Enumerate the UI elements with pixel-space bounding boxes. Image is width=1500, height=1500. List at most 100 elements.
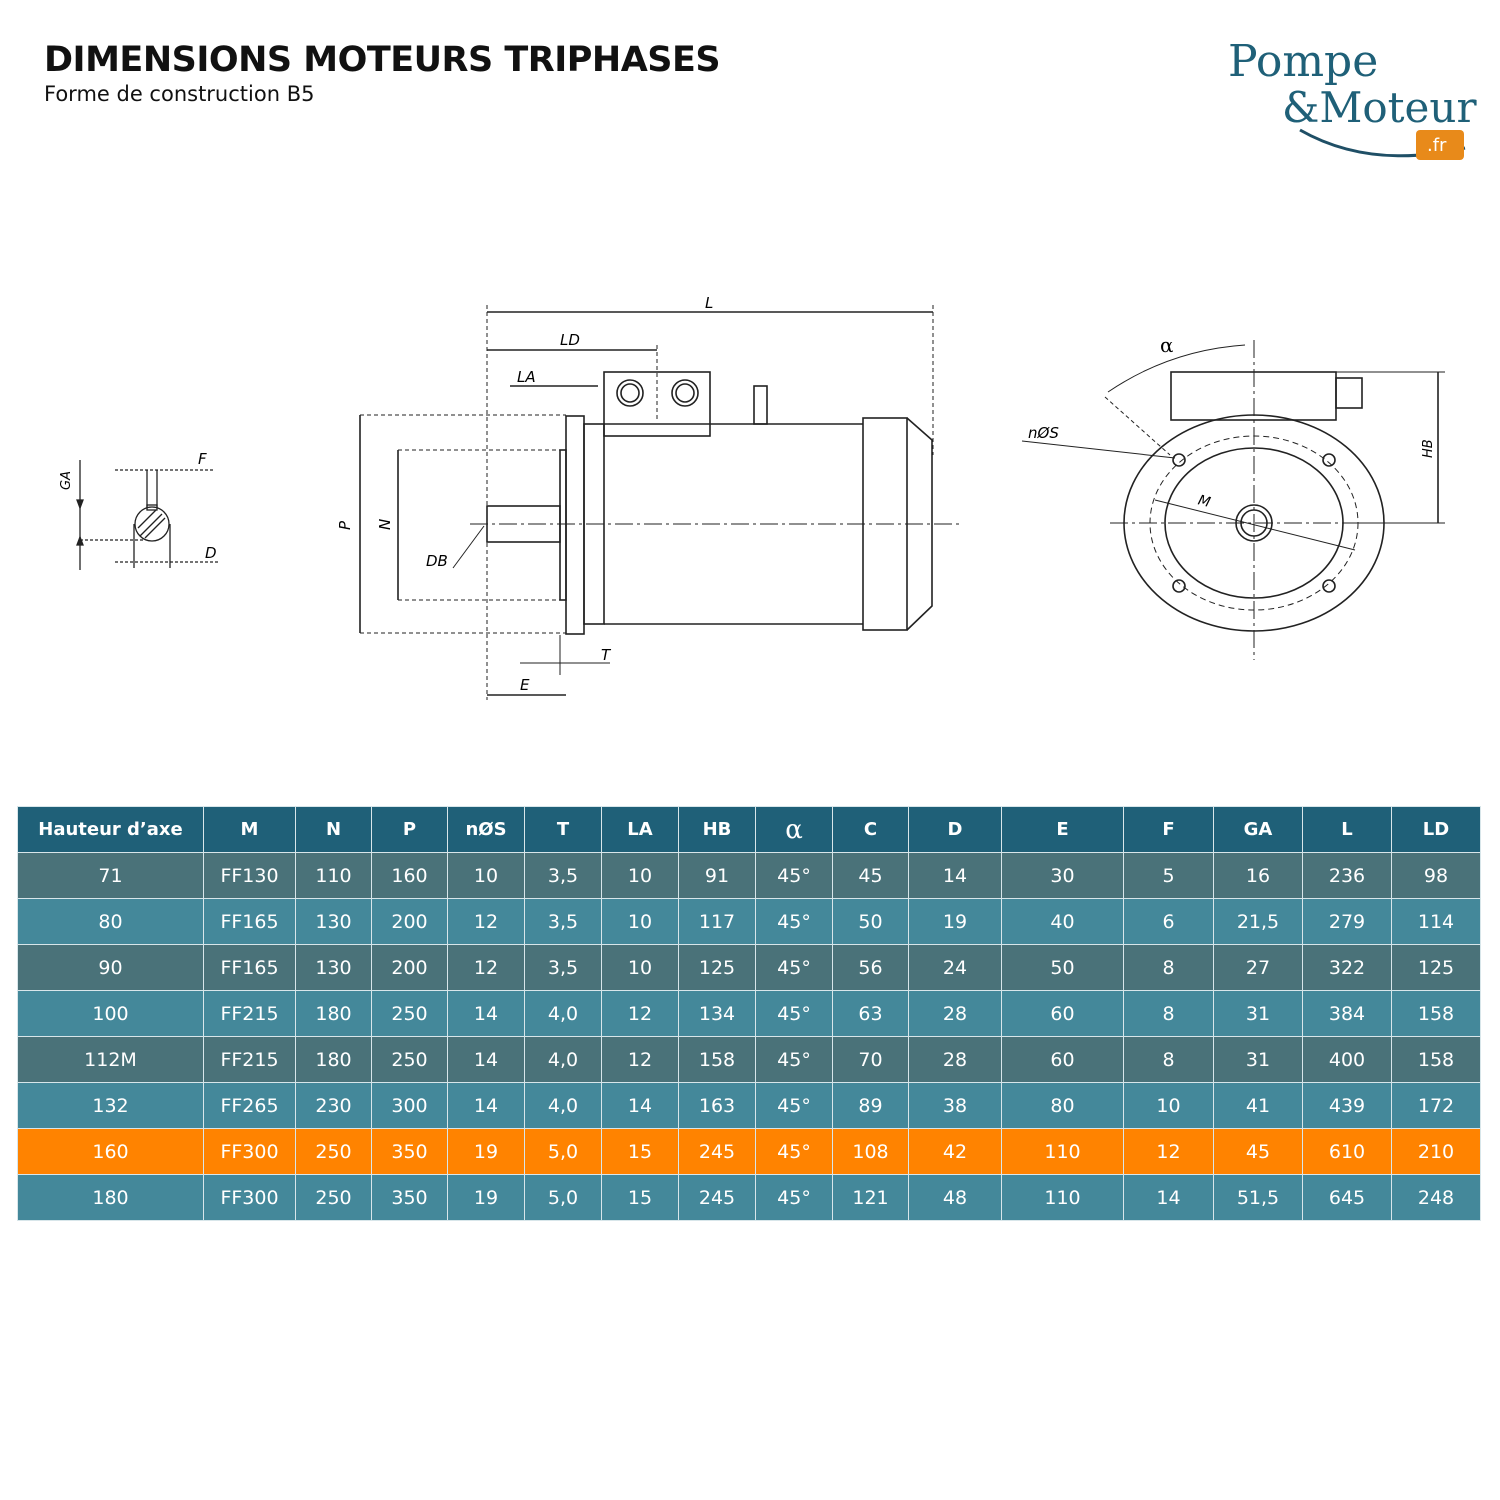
table-cell: 125	[678, 944, 756, 991]
table-cell: 12	[601, 990, 679, 1037]
table-cell: 158	[1391, 990, 1481, 1037]
table-cell: 31	[1213, 1036, 1303, 1083]
label-ga: GA	[59, 471, 74, 490]
table-header-row: Hauteur d’axe M N P nØS T LA HB α C D E …	[17, 806, 1481, 853]
table-cell: 250	[295, 1174, 372, 1221]
table-cell: 134	[678, 990, 756, 1037]
table-cell: 45°	[755, 1082, 833, 1129]
label-e: E	[520, 676, 530, 694]
table-cell: 248	[1391, 1174, 1481, 1221]
table-cell: 19	[447, 1128, 525, 1175]
table-cell: 42	[908, 1128, 1002, 1175]
col-header: HB	[678, 806, 756, 853]
logo-badge-text: .fr	[1427, 135, 1447, 156]
table-cell: 50	[1001, 944, 1124, 991]
table-cell: 19	[908, 898, 1002, 945]
table-cell: 10	[447, 852, 525, 899]
label-nos: nØS	[1028, 424, 1059, 442]
table-cell: 80	[17, 898, 204, 945]
table-cell: 117	[678, 898, 756, 945]
table-cell: FF215	[203, 990, 296, 1037]
motor-front-view-drawing: α nØS M HB	[1021, 333, 1445, 660]
table-cell: 4,0	[524, 990, 602, 1037]
table-cell: 19	[447, 1174, 525, 1221]
table-cell: 180	[295, 1036, 372, 1083]
label-n: N	[376, 519, 394, 530]
table-cell: 8	[1123, 944, 1214, 991]
table-cell: 38	[908, 1082, 1002, 1129]
table-cell: 160	[17, 1128, 204, 1175]
table-cell: 279	[1302, 898, 1392, 945]
table-cell: 250	[371, 990, 448, 1037]
logo-badge	[1416, 130, 1464, 160]
col-header: P	[371, 806, 448, 853]
table-cell: 48	[908, 1174, 1002, 1221]
table-cell: 45°	[755, 1128, 833, 1175]
table-cell: 28	[908, 1036, 1002, 1083]
label-t: T	[601, 646, 612, 664]
table-cell: 163	[678, 1082, 756, 1129]
table-cell: 56	[832, 944, 909, 991]
table-cell: 60	[1001, 1036, 1124, 1083]
table-cell: 160	[371, 852, 448, 899]
col-header: GA	[1213, 806, 1303, 853]
table-cell: 322	[1302, 944, 1392, 991]
col-header: N	[295, 806, 372, 853]
col-header: LD	[1391, 806, 1481, 853]
table-cell: 4,0	[524, 1082, 602, 1129]
table-cell: 5,0	[524, 1174, 602, 1221]
table-cell: FF165	[203, 898, 296, 945]
page-subtitle: Forme de construction B5	[44, 82, 315, 106]
table-cell: 51,5	[1213, 1174, 1303, 1221]
col-header: nØS	[447, 806, 525, 853]
table-cell: 12	[601, 1036, 679, 1083]
label-m: M	[1196, 492, 1212, 511]
table-cell: 63	[832, 990, 909, 1037]
table-cell: 236	[1302, 852, 1392, 899]
table-cell: 14	[1123, 1174, 1214, 1221]
label-alpha: α	[1160, 333, 1174, 357]
logo-line2: &Moteur	[1282, 83, 1477, 132]
table-cell: 110	[1001, 1128, 1124, 1175]
table-cell: 45°	[755, 1174, 833, 1221]
table-cell: 89	[832, 1082, 909, 1129]
col-header: M	[203, 806, 296, 853]
table-cell: 91	[678, 852, 756, 899]
table-cell: 15	[601, 1128, 679, 1175]
col-header: C	[832, 806, 909, 853]
table-cell: 158	[1391, 1036, 1481, 1083]
table-cell: 40	[1001, 898, 1124, 945]
table-cell: 110	[295, 852, 372, 899]
table-cell: 108	[832, 1128, 909, 1175]
table-cell: 60	[1001, 990, 1124, 1037]
table-cell: 200	[371, 898, 448, 945]
shaft-section-drawing: GA F D	[59, 450, 220, 570]
table-cell: 45°	[755, 898, 833, 945]
motor-side-view-drawing: L LD LA P N DB T E	[336, 294, 960, 700]
table-cell: 14	[447, 1082, 525, 1129]
table-cell: 21,5	[1213, 898, 1303, 945]
col-header: D	[908, 806, 1002, 853]
col-header: E	[1001, 806, 1124, 853]
table-cell: 71	[17, 852, 204, 899]
table-cell: 3,5	[524, 944, 602, 991]
table-cell: 130	[295, 898, 372, 945]
table-cell: FF165	[203, 944, 296, 991]
dimensions-table: Hauteur d’axe M N P nØS T LA HB α C D E …	[17, 806, 1481, 1221]
col-header: L	[1302, 806, 1392, 853]
table-cell: 100	[17, 990, 204, 1037]
table-cell: 45°	[755, 852, 833, 899]
table-cell: 125	[1391, 944, 1481, 991]
table-cell: 45°	[755, 944, 833, 991]
table-cell: 110	[1001, 1174, 1124, 1221]
col-header: Hauteur d’axe	[17, 806, 204, 853]
table-cell: 132	[17, 1082, 204, 1129]
table-cell: 70	[832, 1036, 909, 1083]
table-cell: FF300	[203, 1174, 296, 1221]
table-cell: FF265	[203, 1082, 296, 1129]
table-cell: 30	[1001, 852, 1124, 899]
table-cell: 350	[371, 1128, 448, 1175]
